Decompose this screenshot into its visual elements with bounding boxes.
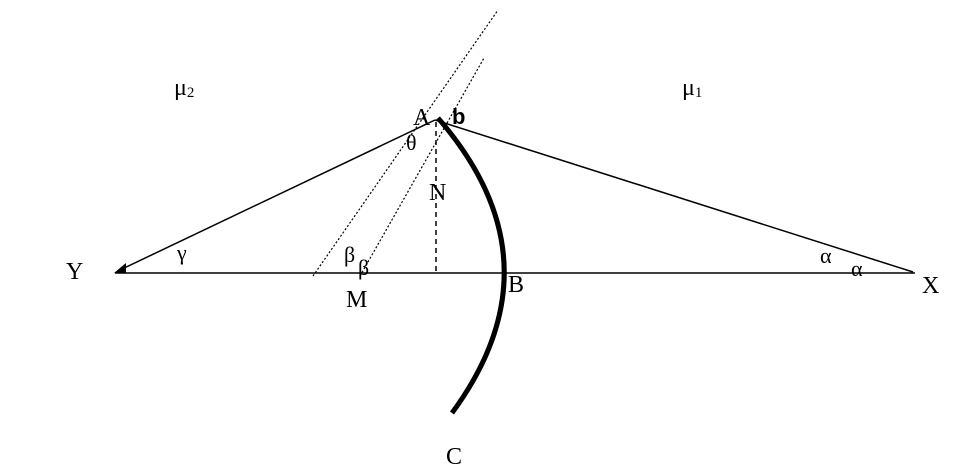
angle-label-alpha-upper: α	[820, 243, 832, 268]
medium-label-left: μ2	[174, 75, 194, 101]
point-label-Y: Y	[66, 259, 83, 285]
angle-label-beta-upper: β	[344, 242, 355, 267]
point-label-C: C	[446, 444, 462, 470]
medium-label-right: μ1	[682, 75, 702, 101]
angle-label-beta-lower: β	[358, 255, 369, 280]
point-label-X: X	[922, 273, 939, 299]
point-label-A: A	[413, 105, 431, 131]
angle-label-gamma: γ	[176, 240, 187, 265]
angle-label-alpha-lower: α	[851, 256, 863, 281]
ray-A-to-Y	[119, 119, 436, 271]
arrowhead-at-Y	[114, 263, 126, 273]
point-label-b: b	[452, 104, 465, 129]
normal-line	[359, 57, 485, 277]
refracting-surface	[436, 116, 507, 415]
ray-A-to-X	[434, 119, 914, 273]
point-label-M: M	[346, 287, 367, 313]
angle-label-theta: θ	[406, 130, 417, 155]
point-label-B: B	[508, 272, 524, 298]
point-label-N: N	[429, 180, 446, 206]
